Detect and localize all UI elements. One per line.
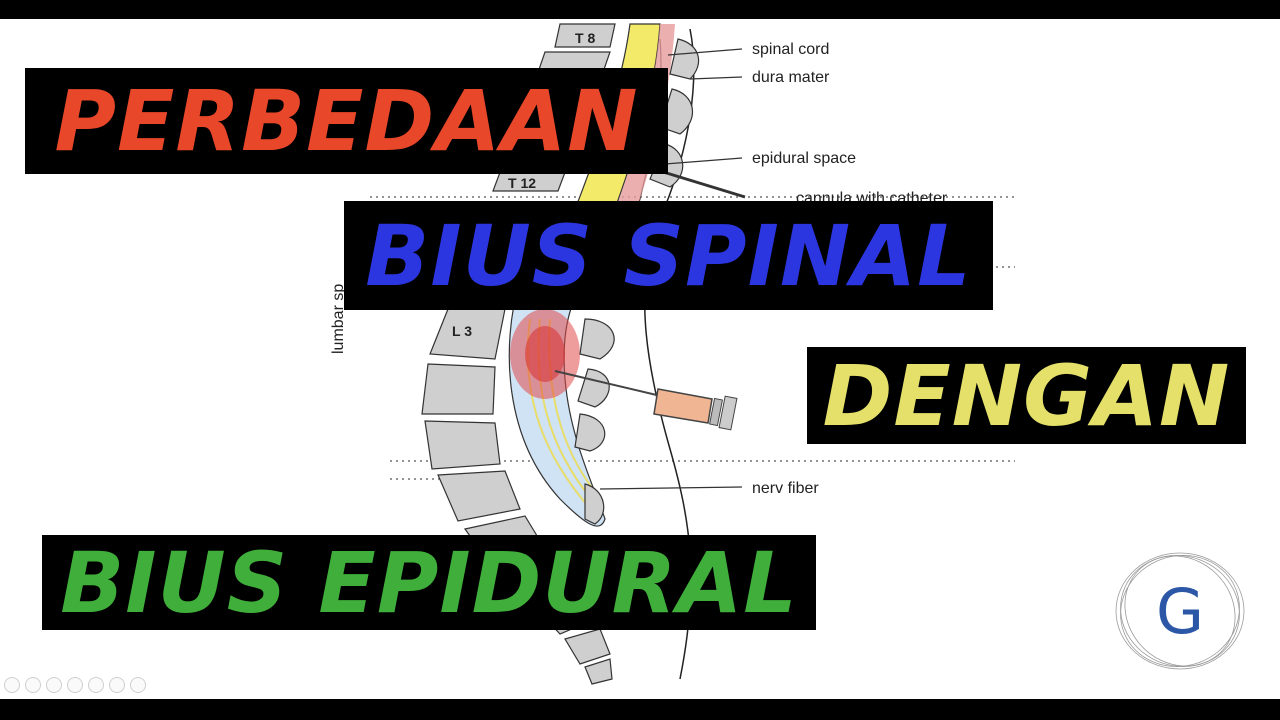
subtitles-icon[interactable] xyxy=(109,677,125,693)
vertebra-label-t8: T 8 xyxy=(575,30,596,46)
label-dura-mater: dura mater xyxy=(752,69,830,86)
slideshow-controls xyxy=(4,677,146,693)
label-nerv-fiber: nerv fiber xyxy=(752,480,819,497)
logo-emblem-icon: G xyxy=(1115,552,1245,670)
syringe xyxy=(554,370,738,431)
vertebra-label-l3: L 3 xyxy=(452,323,472,339)
slide-canvas: T 8 T 12 L 3 lumbar sp spinal cord dura … xyxy=(0,19,1280,699)
title-line-dengan: DENGAN xyxy=(807,347,1246,444)
label-epidural-space: epidural space xyxy=(752,150,857,167)
next-slide-icon[interactable] xyxy=(25,677,41,693)
channel-logo: G xyxy=(1112,551,1252,671)
title-line-bius-spinal: BIUS SPINAL xyxy=(344,201,993,310)
label-spinal-cord: spinal cord xyxy=(752,41,830,58)
prev-slide-icon[interactable] xyxy=(4,677,20,693)
svg-text:G: G xyxy=(1156,575,1204,648)
pen-icon[interactable] xyxy=(46,677,62,693)
title-line-perbedaan: PERBEDAAN xyxy=(25,68,668,174)
more-options-icon[interactable] xyxy=(130,677,146,693)
vertebra-label-t12: T 12 xyxy=(508,175,537,191)
title-line-bius-epidural: BIUS EPIDURAL xyxy=(42,535,816,630)
slides-grid-icon[interactable] xyxy=(67,677,83,693)
zoom-icon[interactable] xyxy=(88,677,104,693)
